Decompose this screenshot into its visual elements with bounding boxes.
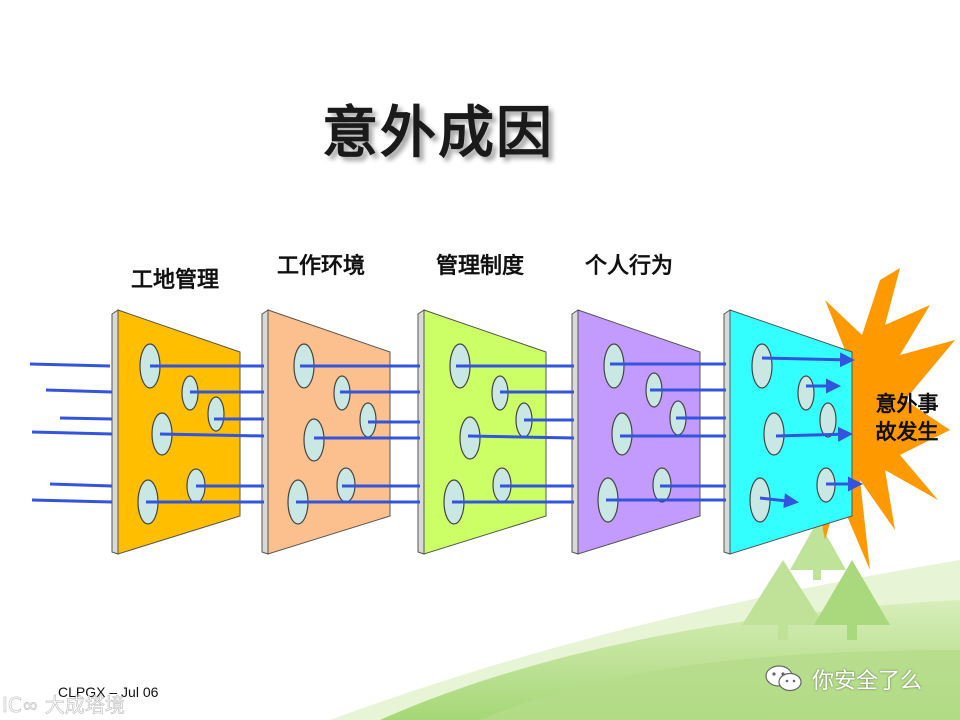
accident-label-line2: 故发生 — [875, 420, 939, 444]
cheese-layer-3 — [417, 309, 547, 555]
path-line — [49, 482, 113, 488]
layer-hole — [797, 375, 815, 411]
svg-text:IC∞ 大成塔境: IC∞ 大成塔境 — [2, 693, 125, 717]
layer-hole — [303, 418, 325, 462]
path-arrow — [761, 352, 855, 368]
layer-hole — [207, 396, 225, 432]
path-line — [31, 498, 113, 504]
tree-2 — [742, 560, 824, 640]
tree-3 — [814, 560, 890, 640]
path-line — [159, 432, 265, 438]
cheese-layer-5 — [723, 309, 853, 555]
tree-1 — [790, 520, 846, 580]
wechat-icon — [765, 665, 802, 692]
cheese-layer-4 — [571, 309, 701, 555]
layer-edge — [723, 309, 731, 555]
layer-edge — [571, 309, 579, 555]
path-arrow — [775, 426, 853, 442]
accident-label-line1: 意外事 — [875, 392, 939, 416]
cheese-layer-2 — [261, 309, 391, 555]
watermark-logo: IC∞ 大成塔境 — [2, 693, 125, 718]
layer-hole — [359, 402, 377, 438]
layer-hole — [611, 412, 633, 456]
path-line — [467, 434, 575, 440]
layer-edge — [111, 309, 119, 555]
path-arrow — [759, 493, 799, 509]
layer-label-site-management: 工地管理 — [131, 268, 220, 293]
layer-hole — [763, 412, 785, 456]
path-line — [29, 362, 111, 368]
path-line — [45, 388, 113, 394]
layer-hole — [819, 402, 837, 438]
accident-label: 意外事 故发生 — [862, 390, 952, 446]
layer-hole — [459, 416, 481, 460]
footer-date: CLPGX – Jul 06 — [58, 684, 159, 700]
layer-hole — [751, 343, 773, 389]
layer-edge — [261, 309, 269, 555]
brand-name: 你安全了么 — [812, 669, 923, 694]
background-hill-front — [480, 650, 960, 720]
layer-hole — [603, 343, 625, 389]
layer-label-personal-behavior: 个人行为 — [585, 254, 674, 279]
cheese-layer-1 — [111, 309, 241, 555]
path-line — [59, 416, 113, 421]
page-title: 意外成因 — [322, 101, 554, 166]
layer-label-work-environment: 工作环境 — [277, 254, 366, 279]
layer-label-management-system: 管理制度 — [436, 254, 525, 279]
path-line — [31, 430, 113, 436]
layer-face — [117, 309, 241, 555]
layer-edge — [417, 309, 425, 555]
